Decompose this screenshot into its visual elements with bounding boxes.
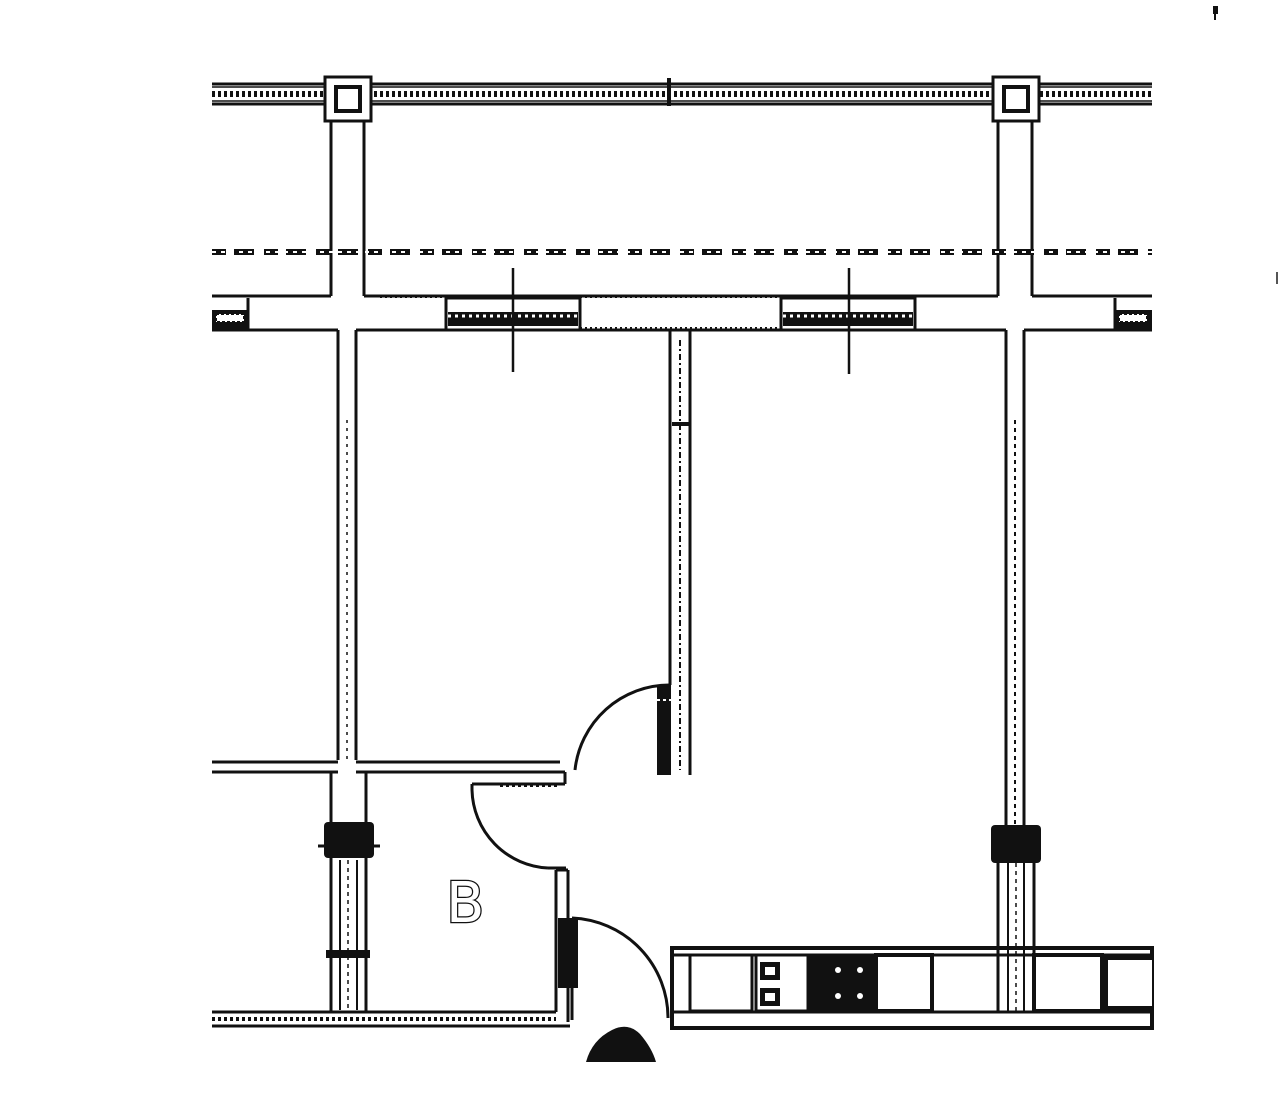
window-right [779,268,917,374]
right-partition [1004,330,1026,825]
door-swing-upper [573,683,671,771]
lower-left-wall [329,772,368,1012]
column-top-right [991,75,1041,123]
sink [754,953,810,1013]
mid-horizontal-wall [212,760,567,790]
corridor-end-caps [212,310,1152,330]
upper-posts [329,121,1034,296]
corridor-wall [212,294,1152,332]
middle-partition [657,330,692,775]
column-lower-right [991,825,1041,863]
lower-right-wall [996,863,1036,1012]
column-top-left [323,75,373,123]
room-label-b: B [446,871,484,936]
left-partition [336,330,358,760]
corridor-hatch [380,296,781,329]
stove-cooktop [808,955,876,1011]
bathroom-walls [554,868,578,1022]
column-lower-left [318,822,380,958]
door-swing-entrance [570,916,670,1020]
door-swing-bathroom [470,789,566,870]
ink-mark [1213,6,1278,284]
window-left [444,268,582,372]
entrance-marker [586,1026,656,1062]
kitchen-counter [670,946,1154,1030]
